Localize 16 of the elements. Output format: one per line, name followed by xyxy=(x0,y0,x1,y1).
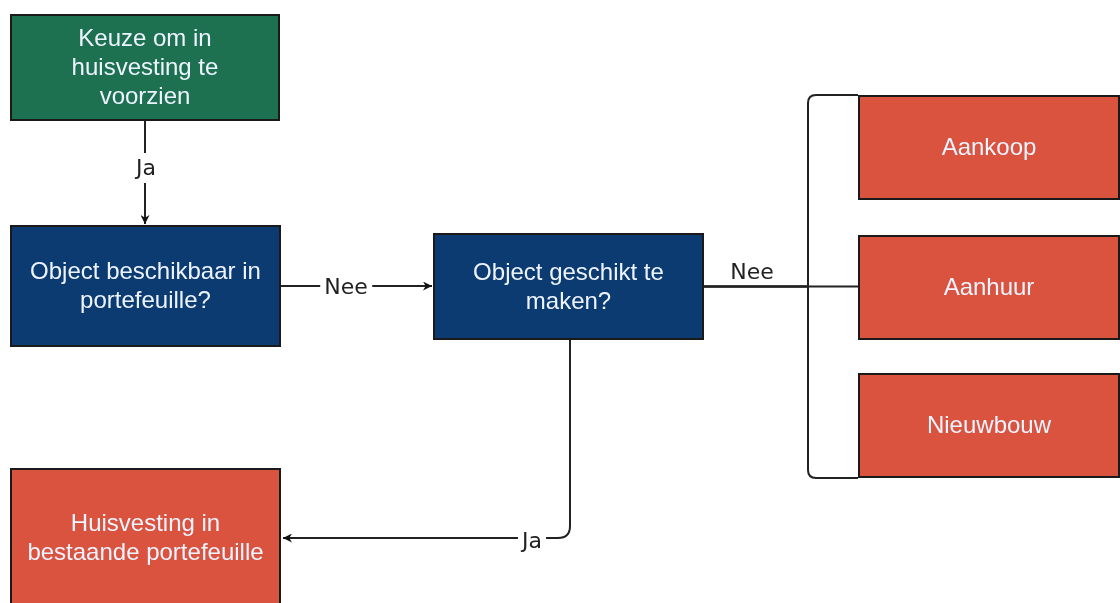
box-text: Aankoop xyxy=(941,133,1037,162)
process-box xyxy=(10,225,281,347)
process-box xyxy=(433,233,704,340)
box-text: Object beschikbaar in portefeuille? xyxy=(29,257,262,315)
box-text: Keuze om in huisvesting te voorzien xyxy=(70,24,220,111)
process-box xyxy=(858,235,1120,340)
process-box xyxy=(10,468,281,603)
box-text: Huisvesting in bestaande portefeuille xyxy=(26,509,265,567)
box-text: Nieuwbouw xyxy=(926,411,1052,440)
edge-label: Nee xyxy=(729,261,775,283)
process-box xyxy=(10,14,280,121)
box-text: Aanhuur xyxy=(943,273,1035,302)
box-text: Object geschikt te maken? xyxy=(472,257,665,316)
process-box xyxy=(858,373,1120,478)
process-box xyxy=(858,95,1120,200)
connector-arrow xyxy=(282,339,571,543)
